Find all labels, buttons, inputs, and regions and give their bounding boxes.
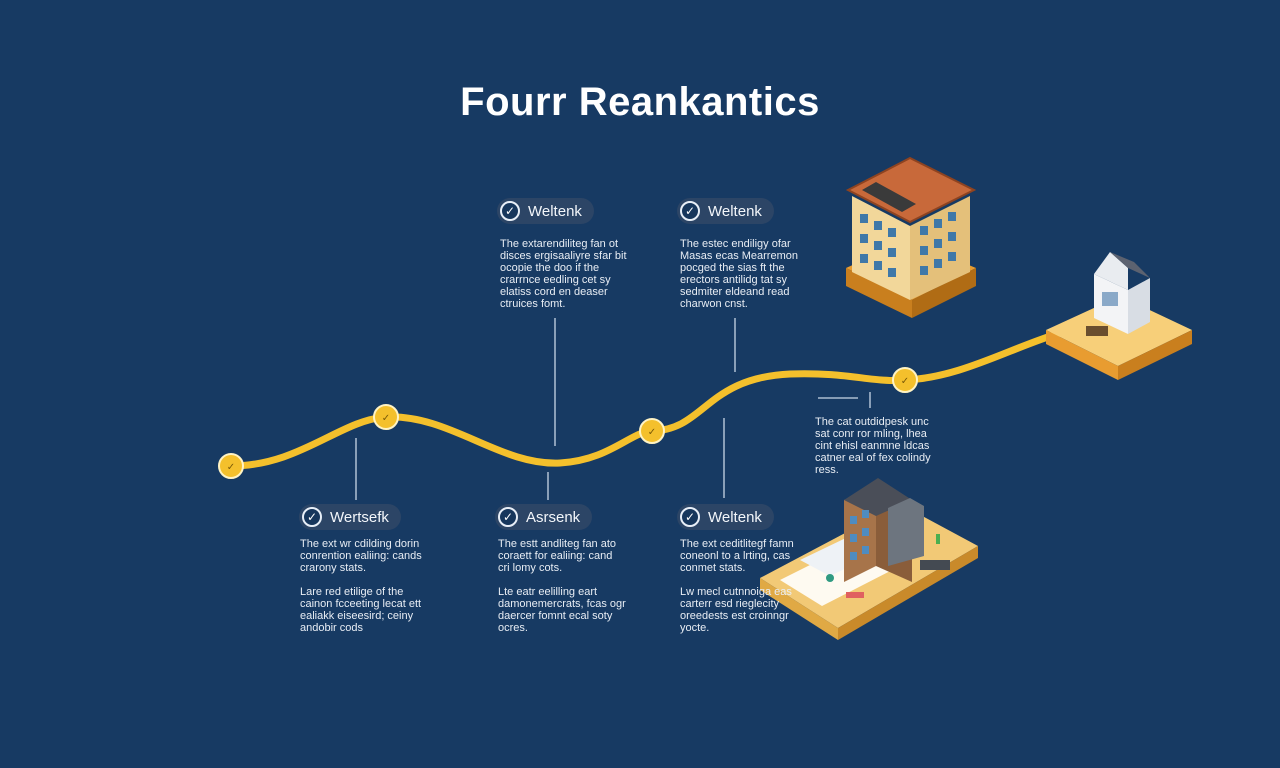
timeline-nodes: ✓ ✓ ✓ ✓ bbox=[218, 367, 918, 479]
milestone-description: The estt andliteg fan ato coraett for ea… bbox=[498, 538, 648, 634]
tower-building-illustration bbox=[845, 156, 977, 318]
check-icon: ✓ bbox=[680, 507, 700, 527]
timeline-node-start[interactable]: ✓ bbox=[218, 453, 244, 479]
milestone-badge[interactable]: ✓ Weltenk bbox=[497, 198, 594, 224]
check-icon: ✓ bbox=[500, 201, 520, 221]
milestone-label: Wertsefk bbox=[330, 508, 389, 526]
milestone-description: The cat outdidpesk unc sat conr ror mlin… bbox=[815, 416, 965, 476]
connector-lines bbox=[355, 318, 871, 500]
milestone-badge[interactable]: ✓ Weltenk bbox=[677, 198, 774, 224]
milestone-badge[interactable]: ✓ Weltenk bbox=[677, 504, 774, 530]
description-paragraph: The estec endiligy ofar Masas ecas Mearr… bbox=[680, 238, 798, 310]
check-icon: ✓ bbox=[680, 201, 700, 221]
timeline-node[interactable]: ✓ bbox=[373, 404, 399, 430]
milestone-description: The ext ceditlitegf famn coneonl to a lr… bbox=[680, 538, 830, 634]
timeline-node[interactable]: ✓ bbox=[892, 367, 918, 393]
description-paragraph: Lare red etilige of the cainon fcceeting… bbox=[300, 586, 422, 634]
description-paragraph: The ext ceditlitegf famn coneonl to a lr… bbox=[680, 538, 794, 574]
description-paragraph: The extarendiliteg fan ot disces ergisaa… bbox=[500, 238, 627, 310]
house-illustration bbox=[1046, 252, 1192, 380]
milestone-label: Weltenk bbox=[708, 202, 762, 220]
svg-text:✓: ✓ bbox=[382, 413, 390, 424]
milestone-label: Asrsenk bbox=[526, 508, 581, 526]
milestone-label: Weltenk bbox=[528, 202, 582, 220]
description-paragraph: Lw mecl cutnnoiga eas carterr esd riegle… bbox=[680, 586, 792, 634]
svg-text:✓: ✓ bbox=[901, 376, 909, 387]
description-paragraph: The ext wr cdilding dorin conrention eal… bbox=[300, 538, 422, 574]
timeline-node[interactable]: ✓ bbox=[639, 418, 665, 444]
diagram-title: Fourr Reankantics bbox=[460, 80, 820, 124]
milestone-description: The ext wr cdilding dorin conrention eal… bbox=[300, 538, 450, 634]
milestone-badge[interactable]: ✓ Wertsefk bbox=[299, 504, 401, 530]
check-icon: ✓ bbox=[498, 507, 518, 527]
svg-text:✓: ✓ bbox=[227, 462, 235, 473]
description-paragraph: The estt andliteg fan ato coraett for ea… bbox=[498, 538, 617, 574]
office-illustration bbox=[760, 478, 978, 640]
milestone-description: The estec endiligy ofar Masas ecas Mearr… bbox=[680, 238, 830, 310]
milestone-description: The extarendiliteg fan ot disces ergisaa… bbox=[500, 238, 650, 310]
description-paragraph: The cat outdidpesk unc sat conr ror mlin… bbox=[815, 416, 931, 476]
milestone-badge[interactable]: ✓ Asrsenk bbox=[495, 504, 593, 530]
description-paragraph: Lte eatr eelilling eart damonemercrats, … bbox=[498, 586, 626, 634]
check-icon: ✓ bbox=[302, 507, 322, 527]
svg-text:✓: ✓ bbox=[648, 427, 656, 438]
milestone-label: Weltenk bbox=[708, 508, 762, 526]
